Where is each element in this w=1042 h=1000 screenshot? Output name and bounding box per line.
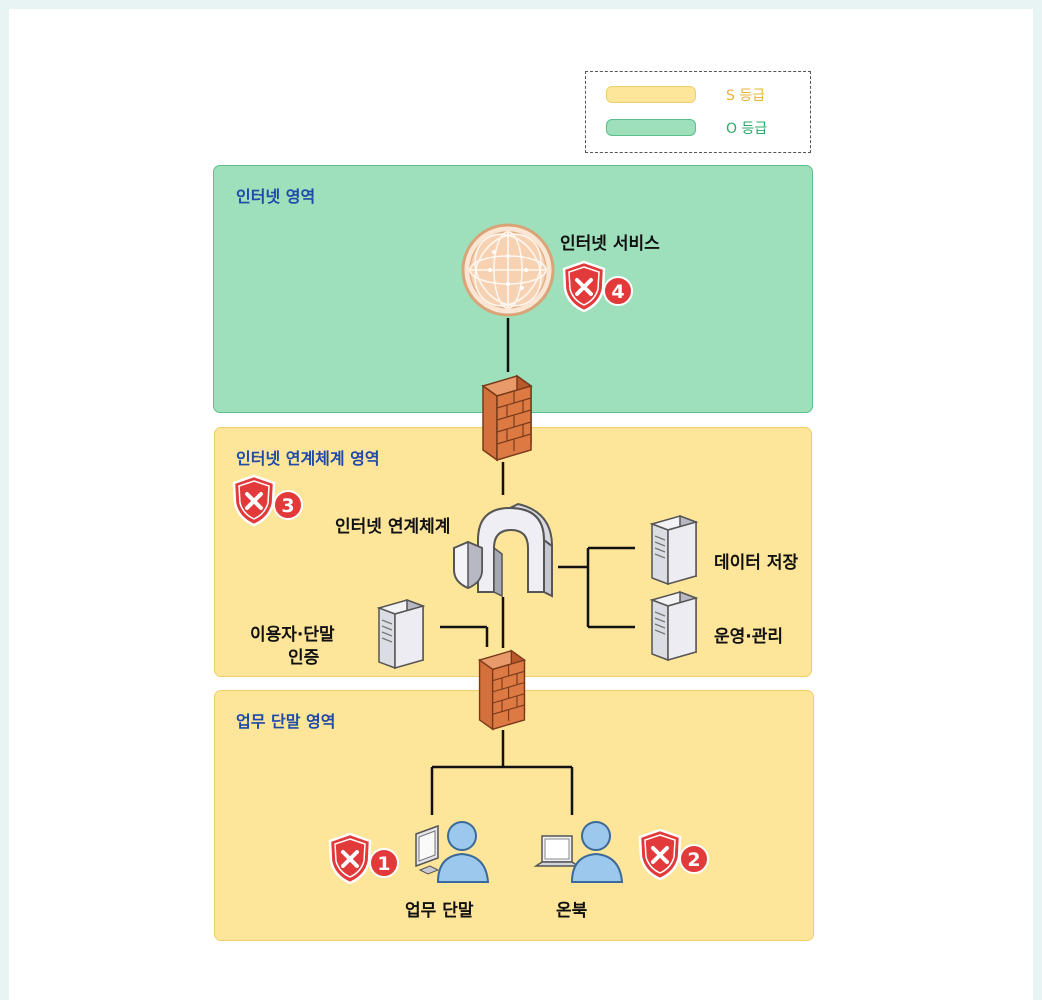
firewall-icon xyxy=(481,374,533,462)
label-onbook: 온북 xyxy=(556,901,588,921)
firewall-icon-2 xyxy=(477,649,527,731)
threat-shield-icon-3: 3 xyxy=(232,474,303,527)
threat-number-1: 1 xyxy=(377,853,390,875)
label-internet-service: 인터넷 서비스 xyxy=(560,234,660,254)
threat-shield-icon-2: 2 xyxy=(638,828,709,881)
legend: S 등급 O 등급 xyxy=(585,71,811,153)
threat-number-3: 3 xyxy=(281,495,294,517)
threat-number-4: 4 xyxy=(611,281,624,303)
zone-title-internet-link: 인터넷 연계체계 영역 xyxy=(236,449,380,468)
threat-shield-icon-1: 1 xyxy=(328,832,399,885)
label-auth-line2: 인증 xyxy=(288,648,320,668)
label-work-terminal: 업무 단말 xyxy=(405,901,474,921)
desktop-user-icon xyxy=(415,821,490,883)
zone-work-terminal xyxy=(214,690,814,941)
label-internet-link-system: 인터넷 연계체계 xyxy=(335,517,451,537)
threat-shield-icon-4: 4 xyxy=(562,260,633,313)
laptop-user-icon xyxy=(533,821,624,883)
server-icon-data-storage xyxy=(649,514,699,586)
globe-icon xyxy=(461,223,555,317)
legend-swatch-s xyxy=(606,86,696,103)
gateway-icon xyxy=(453,502,554,598)
label-operations: 운영·관리 xyxy=(714,627,784,647)
label-auth-line1: 이용자·단말 xyxy=(250,625,335,645)
server-icon-auth xyxy=(376,598,426,670)
label-data-storage: 데이터 저장 xyxy=(714,553,799,573)
zone-title-work-terminal: 업무 단말 영역 xyxy=(236,712,336,731)
zone-title-internet: 인터넷 영역 xyxy=(236,187,316,206)
legend-label-o: O 등급 xyxy=(726,121,768,137)
legend-label-s: S 등급 xyxy=(726,88,766,104)
server-icon-operations xyxy=(649,590,699,662)
zone-internet-link xyxy=(214,427,812,677)
threat-number-2: 2 xyxy=(687,849,700,871)
legend-swatch-o xyxy=(606,119,696,136)
